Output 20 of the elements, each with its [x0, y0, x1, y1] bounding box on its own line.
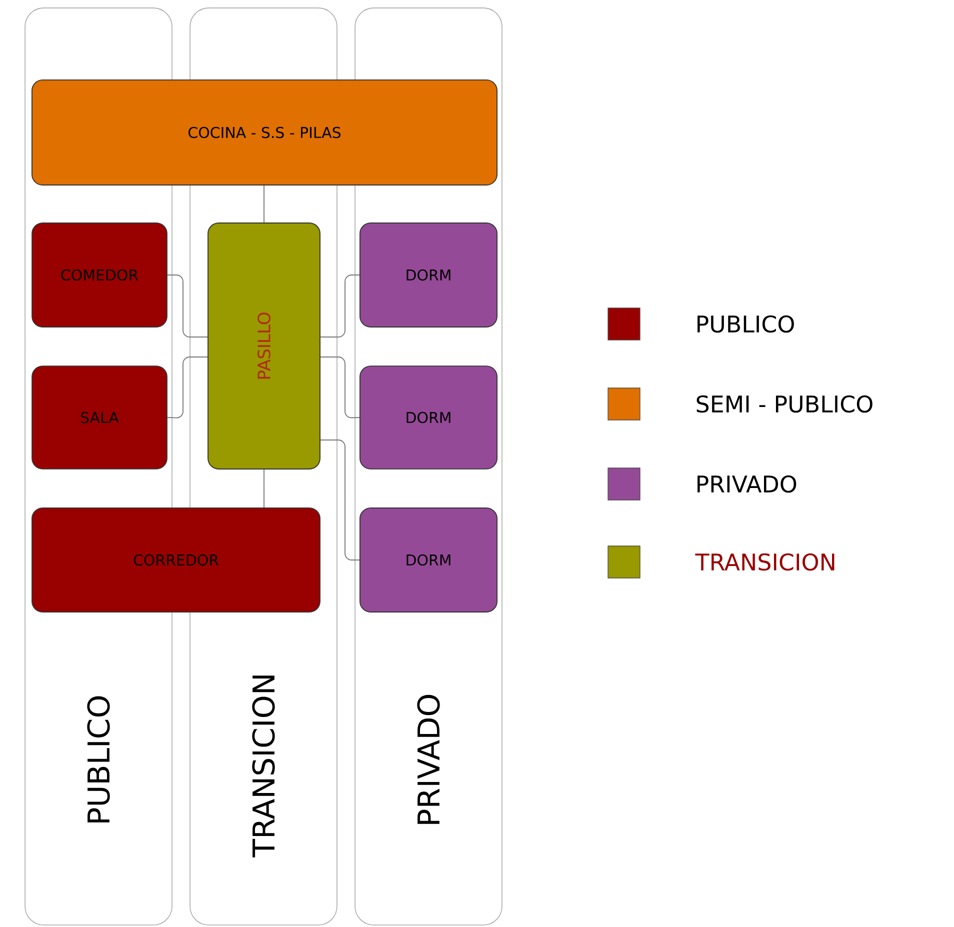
- room-box: PASILLO: [208, 222, 320, 470]
- connector: [166, 274, 208, 338]
- room-box: CORREDOR: [32, 508, 320, 612]
- legend-label: PUBLICO: [698, 315, 794, 333]
- legend-label: TRANSICION: [695, 553, 834, 571]
- room-box: COMEDOR: [32, 222, 168, 328]
- band-label: PUBLICO: [87, 696, 110, 822]
- legend-label: SEMI - PUBLICO: [696, 395, 872, 413]
- connector: [166, 356, 208, 418]
- room-box: SALA: [32, 366, 168, 470]
- band-label: TRANSICION: [252, 676, 275, 858]
- connector: [320, 274, 360, 338]
- room-box: COCINA - S.S - PILAS: [32, 80, 498, 186]
- band-label: PRIVADO: [417, 694, 440, 824]
- room-box: DORM: [360, 508, 498, 612]
- connector: [320, 356, 360, 418]
- room-box: DORM: [360, 222, 498, 328]
- legend-label: PRIVADO: [698, 475, 796, 493]
- connector: [320, 440, 360, 560]
- room-box: DORM: [360, 366, 498, 470]
